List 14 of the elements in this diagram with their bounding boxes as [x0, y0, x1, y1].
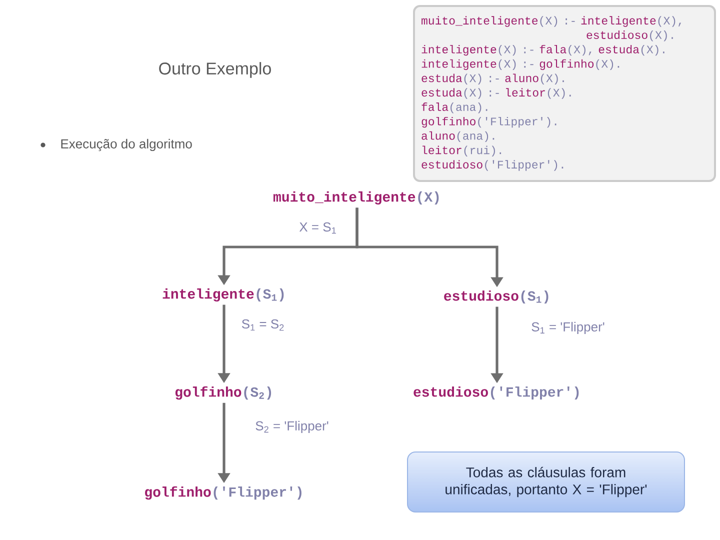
code-box: muito_inteligente(X) :- inteligente(X), estudioso(X). inteligente(X) :- fala(X), estuda(X). inteligente(X) :- golfinho(X). estuda(X) :- aluno(X). estuda(X) :- leitor(X). fala(ana). golfinho('Flipper'). aluno(ana). leitor(rui). estudioso('Flipper'). [413, 5, 716, 182]
goal-text: estudioso(S$_{1}$) [444, 290, 548, 304]
goal-text: golfinho('Flipper') [145, 486, 302, 500]
goal-text: golfinho(S$_{2}$) [175, 386, 272, 400]
edge-label: S$_{2}$ = 'Flipper' [254, 419, 330, 435]
edge-label: X = S$_{1}$ [298, 220, 338, 236]
slide-title: Outro Exemplo [159, 62, 271, 78]
note-box: Todas as cláusulas foram unificadas, portanto X = 'Flipper' [407, 452, 685, 512]
edge-label: S$_{1}$ = 'Flipper' [530, 320, 606, 336]
goal-text: inteligente(S$_{1}$) [162, 288, 284, 302]
goal-text: estudioso('Flipper') [414, 386, 579, 400]
goal-text: muito_inteligente(X) [273, 191, 439, 205]
bullet-text: Execução do algoritmo [61, 138, 192, 152]
edge-label: S$_{1}$ = S$_{2}$ [240, 318, 286, 332]
